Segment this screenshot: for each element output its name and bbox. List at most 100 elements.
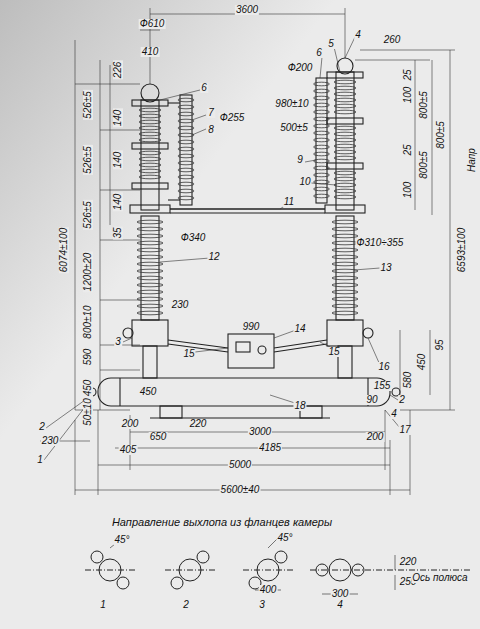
callout-number: 95 — [435, 338, 445, 351]
callout-number: 2 — [182, 600, 190, 610]
insulator-rib — [332, 304, 358, 308]
insulator-rib — [314, 82, 330, 86]
callout-number: 35 — [113, 226, 123, 239]
callout-number: 3 — [114, 337, 122, 347]
insulator-rib — [314, 89, 330, 93]
insulator-rib — [314, 187, 330, 191]
dimension-label: 140 — [113, 109, 123, 128]
insulator-rib — [137, 220, 163, 224]
dimension-label: 230 — [171, 300, 190, 310]
dimension-label: 410 — [141, 47, 160, 57]
insulator-rib — [334, 183, 356, 187]
insulator-rib — [334, 110, 356, 114]
dimension-label: Ф310÷355 — [356, 238, 405, 248]
dimension-label: 990 — [242, 322, 261, 332]
insulator-rib — [332, 227, 358, 231]
insulator-rib — [139, 108, 161, 112]
insulator-rib — [139, 120, 161, 124]
insulator-rib — [332, 290, 358, 294]
dimension-label: 1200±20 — [83, 252, 93, 293]
dimension-label: Направление выхлопа из фланцев камеры — [111, 517, 333, 528]
dimension-label: Ф255 — [219, 113, 246, 123]
insulator-rib — [139, 163, 161, 167]
dimension-label: 405 — [119, 445, 138, 455]
insulator-rib — [178, 119, 194, 123]
insulator-rib — [178, 126, 194, 130]
callout-number: 10 — [298, 177, 311, 187]
breaker-pole — [88, 58, 400, 418]
callout-number: 16 — [377, 362, 390, 372]
callout-number: 9 — [296, 155, 304, 165]
dimension-label: 260 — [383, 35, 402, 45]
dimension-label: Напр — [467, 147, 477, 173]
callout-number: 13 — [379, 263, 392, 273]
dimension-label: 100 — [403, 181, 413, 200]
insulator-rib — [334, 92, 356, 96]
callout-number: 90 — [365, 395, 378, 405]
insulator-rib — [332, 283, 358, 287]
insulator-rib — [137, 234, 163, 238]
insulator-rib — [332, 241, 358, 245]
insulator-rib — [139, 126, 161, 130]
callout-number: 4 — [336, 600, 344, 610]
insulator-rib — [334, 104, 356, 108]
insulator-rib — [334, 156, 356, 160]
dimension-label: 526±5 — [83, 200, 93, 230]
callout-number: 25 — [403, 143, 413, 156]
dimension-label: 590 — [83, 348, 93, 367]
insulator-rib — [178, 175, 194, 179]
dimension-label: 450 — [139, 387, 158, 397]
dimension-label: 226 — [113, 61, 123, 80]
callout-number: 2 — [398, 395, 406, 405]
dimension-label: 650 — [149, 432, 168, 442]
insulator-rib — [178, 98, 194, 102]
insulator-ribs — [137, 80, 358, 315]
insulator-rib — [178, 182, 194, 186]
insulator-rib — [332, 248, 358, 252]
dimension-label: Ф610 — [139, 19, 166, 29]
dimension-label: Ось полюса — [411, 573, 468, 583]
dimension-label: 300 — [331, 589, 350, 599]
insulator-rib — [137, 311, 163, 315]
callout-number: 1 — [36, 455, 44, 465]
insulator-rib — [314, 131, 330, 135]
callout-number: 8 — [207, 125, 215, 135]
insulator-rib — [334, 98, 356, 102]
callout-number: 1 — [99, 600, 107, 610]
insulator-rib — [137, 255, 163, 259]
dimension-label: 140 — [113, 151, 123, 170]
callout-number: 6 — [200, 83, 208, 93]
insulator-rib — [139, 175, 161, 179]
dimension-label: 5600±40 — [220, 485, 261, 495]
dimension-label: 6074±100 — [59, 227, 69, 273]
dimension-label: 500±5 — [279, 123, 309, 133]
insulator-rib — [139, 157, 161, 161]
insulator-rib — [139, 132, 161, 136]
dimension-label: 450 — [417, 353, 427, 372]
insulator-rib — [139, 151, 161, 155]
insulator-rib — [334, 177, 356, 181]
insulator-rib — [334, 80, 356, 84]
dimension-label: 400 — [259, 585, 278, 595]
insulator-rib — [137, 269, 163, 273]
insulator-rib — [334, 195, 356, 199]
insulator-rib — [139, 138, 161, 142]
callout-number: 3 — [258, 600, 266, 610]
dimension-label: 45° — [276, 533, 293, 543]
dimension-label: Ф340 — [180, 233, 207, 243]
insulator-rib — [314, 166, 330, 170]
insulator-rib — [137, 283, 163, 287]
callout-number: 4 — [354, 30, 362, 40]
insulator-rib — [137, 241, 163, 245]
dimension-label: 526±5 — [83, 145, 93, 175]
insulator-rib — [137, 262, 163, 266]
callout-number: 7 — [207, 108, 215, 118]
insulator-rib — [332, 262, 358, 266]
dimension-label: 220 — [399, 557, 418, 567]
insulator-rib — [334, 86, 356, 90]
insulator-rib — [314, 103, 330, 107]
insulator-rib — [332, 220, 358, 224]
callout-number: 14 — [293, 324, 306, 334]
insulator-rib — [314, 173, 330, 177]
